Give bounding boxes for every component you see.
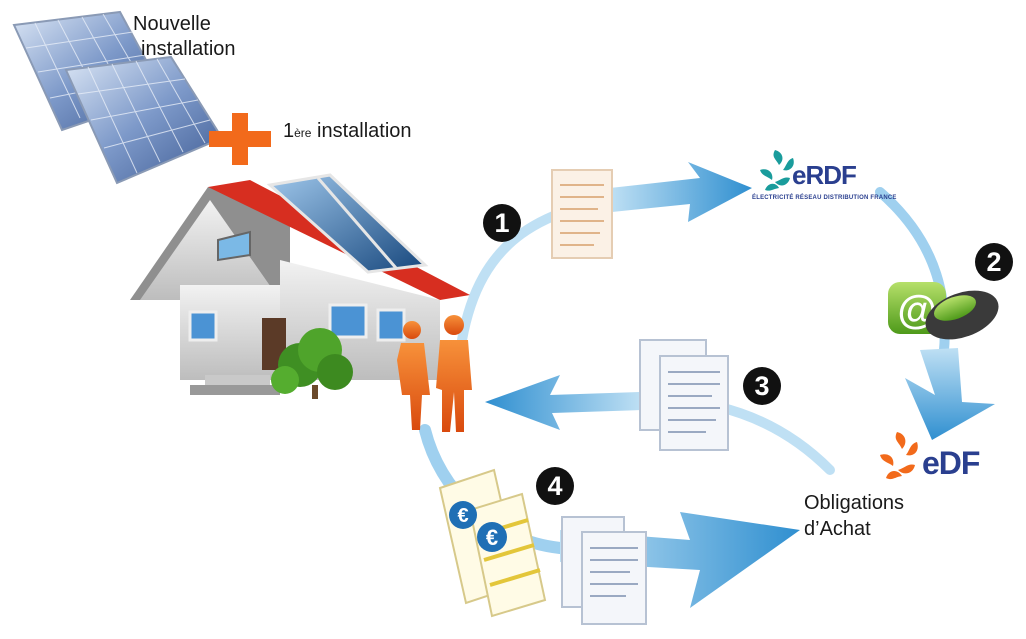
solar-panel-icon bbox=[12, 10, 224, 185]
erdf-logo bbox=[760, 150, 794, 191]
document-icon bbox=[639, 339, 729, 451]
first-installation-sup: ère bbox=[294, 126, 312, 140]
first-installation-prefix: 1 bbox=[283, 120, 295, 142]
people-icon bbox=[397, 315, 472, 432]
euro-invoice-icon: € € bbox=[438, 468, 547, 618]
erdf-logo-subtitle: ÉLECTRICITÉ RÉSEAU DISTRIBUTION FRANCE bbox=[752, 195, 897, 201]
first-installation-suffix: installation bbox=[311, 120, 412, 142]
erdf-logo-name: eRDF bbox=[792, 160, 857, 190]
document-icon bbox=[551, 169, 613, 259]
new-installation-line2: installation bbox=[141, 38, 236, 60]
step-badge-3: 3 bbox=[743, 367, 781, 405]
step-badge-1: 1 bbox=[483, 204, 521, 242]
mouse-icon bbox=[925, 290, 999, 340]
plus-icon bbox=[209, 113, 271, 165]
obligations-label: Obligations d’Achat bbox=[804, 490, 904, 542]
house-icon bbox=[130, 173, 470, 399]
step-badge-4: 4 bbox=[536, 467, 574, 505]
obligations-line2: d’Achat bbox=[804, 518, 871, 540]
svg-text:€: € bbox=[457, 505, 468, 527]
first-installation-label: 1ère installation bbox=[283, 120, 412, 143]
document-icon bbox=[561, 516, 647, 625]
new-installation-line1: Nouvelle bbox=[133, 13, 211, 35]
new-installation-label: Nouvelle installation bbox=[133, 12, 236, 62]
svg-text:€: € bbox=[486, 525, 498, 550]
obligations-line1: Obligations bbox=[804, 492, 905, 514]
edf-logo-name: eDF bbox=[922, 445, 980, 481]
step-badge-2: 2 bbox=[975, 243, 1013, 281]
edf-logo bbox=[880, 432, 918, 480]
